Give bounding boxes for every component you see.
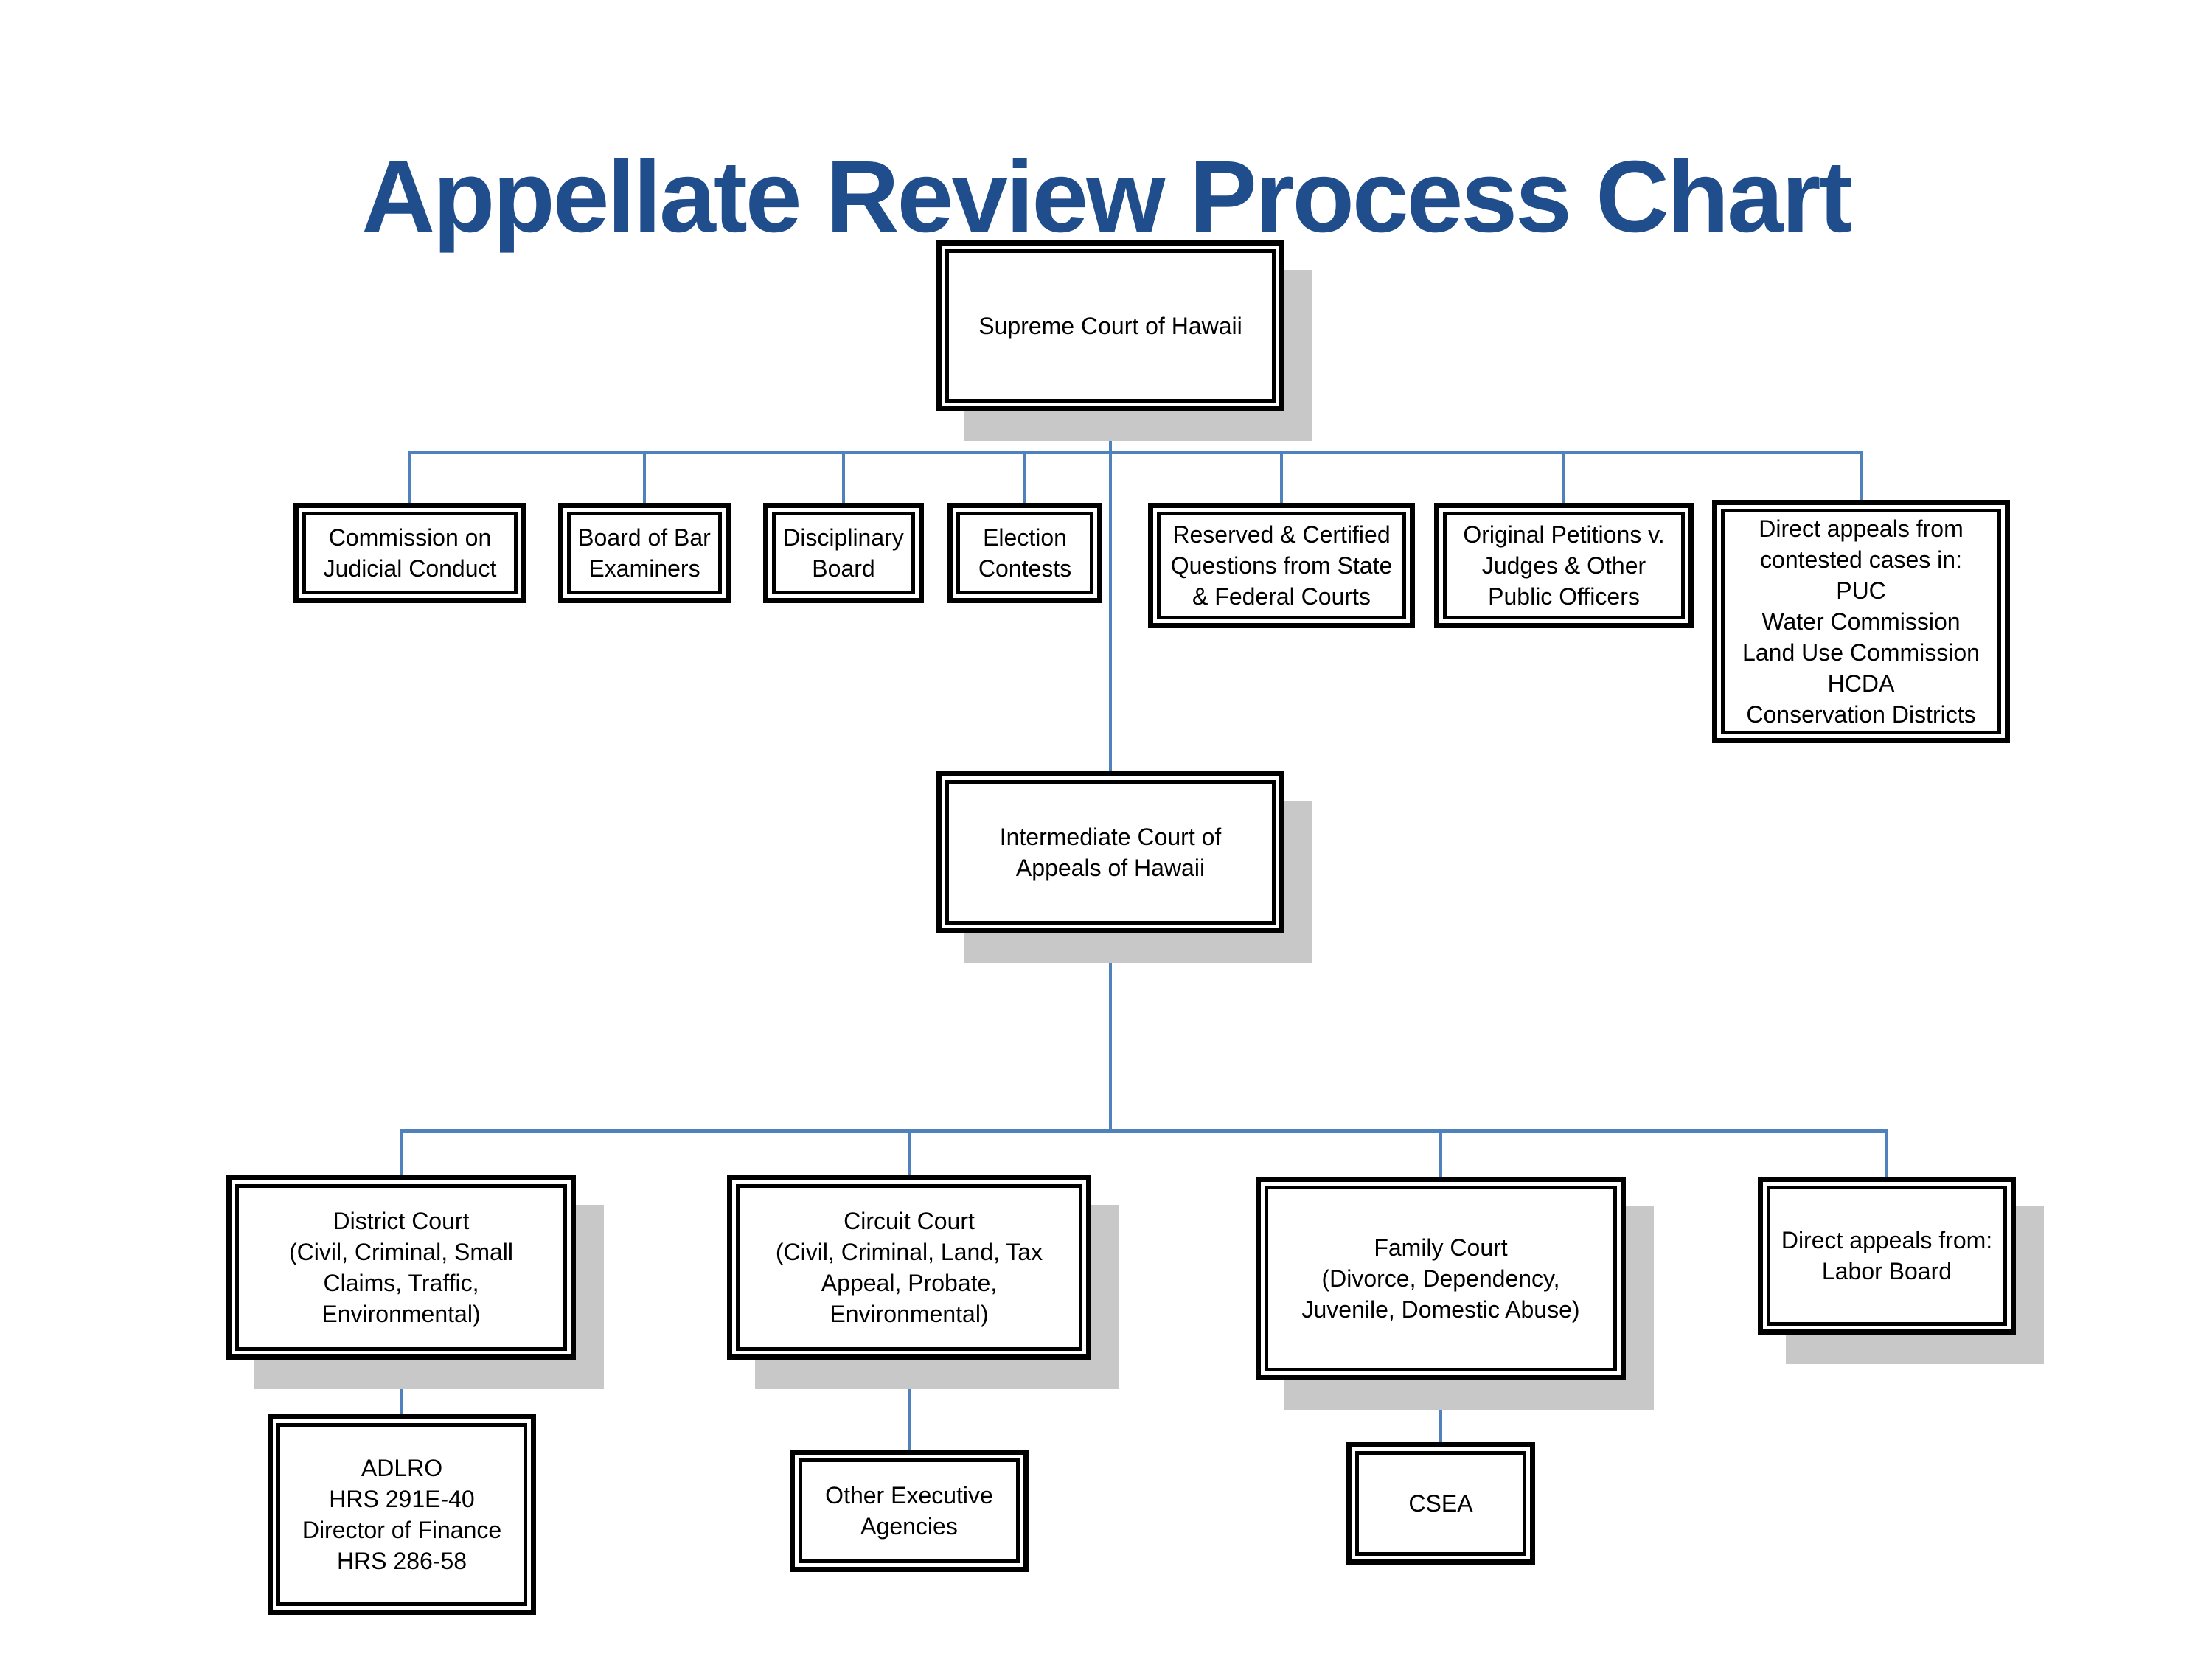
node-family-court-label: Family Court (Divorce, Dependency, Juven… bbox=[1301, 1234, 1580, 1323]
node-election-contests-label: Election Contests bbox=[978, 524, 1072, 582]
node-labor-board-label: Direct appeals from: Labor Board bbox=[1781, 1227, 1993, 1284]
connector-family-to-csea bbox=[1439, 1379, 1442, 1447]
node-board-bar-examiners: Board of Bar Examiners bbox=[558, 503, 731, 603]
node-original-petitions: Original Petitions v. Judges & Other Pub… bbox=[1434, 503, 1694, 628]
connector-drop-labor bbox=[1885, 1129, 1888, 1182]
connector-center-to-ica bbox=[1109, 451, 1112, 776]
connector-drop-election bbox=[1023, 451, 1026, 508]
node-supreme-court-label: Supreme Court of Hawaii bbox=[978, 313, 1242, 339]
node-labor-board: Direct appeals from: Labor Board bbox=[1758, 1177, 2016, 1335]
page-title: Appellate Review Process Chart bbox=[361, 140, 1852, 254]
connector-drop-bar-examiners bbox=[643, 451, 646, 508]
node-commission-judicial-conduct: Commission on Judicial Conduct bbox=[293, 503, 526, 603]
node-adlro-label: ADLRO HRS 291E-40 Director of Finance HR… bbox=[302, 1455, 502, 1574]
node-district-court: District Court (Civil, Criminal, Small C… bbox=[226, 1175, 576, 1360]
connector-ica-down bbox=[1109, 932, 1112, 1133]
node-original-petitions-label: Original Petitions v. Judges & Other Pub… bbox=[1463, 521, 1665, 610]
node-other-executive-agencies-label: Other Executive Agencies bbox=[825, 1482, 993, 1540]
connector-row3-bus bbox=[400, 1129, 1888, 1133]
node-supreme-court: Supreme Court of Hawaii bbox=[936, 240, 1284, 411]
node-csea-label: CSEA bbox=[1408, 1490, 1473, 1517]
node-csea: CSEA bbox=[1346, 1442, 1535, 1565]
connector-drop-reserved bbox=[1280, 451, 1283, 508]
node-intermediate-court-label: Intermediate Court of Appeals of Hawaii bbox=[999, 824, 1222, 881]
connector-drop-commission bbox=[408, 451, 411, 508]
node-circuit-court-label: Circuit Court (Civil, Criminal, Land, Ta… bbox=[775, 1208, 1043, 1327]
node-direct-appeals-contested-cases: Direct appeals from contested cases in: … bbox=[1712, 500, 2010, 743]
node-circuit-court: Circuit Court (Civil, Criminal, Land, Ta… bbox=[727, 1175, 1091, 1360]
connector-supreme-down bbox=[1109, 408, 1112, 453]
connector-drop-original-petitions bbox=[1562, 451, 1565, 508]
node-commission-judicial-conduct-label: Commission on Judicial Conduct bbox=[323, 524, 497, 582]
connector-drop-circuit bbox=[908, 1129, 911, 1180]
node-family-court: Family Court (Divorce, Dependency, Juven… bbox=[1256, 1177, 1626, 1380]
connector-row2-bus bbox=[408, 451, 1863, 454]
node-reserved-certified-questions-label: Reserved & Certified Questions from Stat… bbox=[1170, 521, 1393, 610]
node-direct-appeals-contested-cases-label: Direct appeals from contested cases in: … bbox=[1742, 515, 1980, 728]
node-reserved-certified-questions: Reserved & Certified Questions from Stat… bbox=[1148, 503, 1415, 628]
node-intermediate-court: Intermediate Court of Appeals of Hawaii bbox=[936, 771, 1284, 933]
connector-drop-family bbox=[1439, 1129, 1442, 1182]
connector-district-to-adlro bbox=[400, 1358, 403, 1419]
connector-drop-direct-appeals bbox=[1860, 451, 1863, 505]
connector-drop-disciplinary bbox=[842, 451, 845, 508]
node-election-contests: Election Contests bbox=[947, 503, 1102, 603]
node-district-court-label: District Court (Civil, Criminal, Small C… bbox=[288, 1208, 513, 1327]
node-board-bar-examiners-label: Board of Bar Examiners bbox=[578, 524, 711, 582]
connector-circuit-to-agencies bbox=[908, 1358, 911, 1454]
connector-drop-district bbox=[400, 1129, 403, 1180]
node-other-executive-agencies: Other Executive Agencies bbox=[790, 1450, 1029, 1572]
node-disciplinary-board: Disciplinary Board bbox=[763, 503, 924, 603]
node-adlro: ADLRO HRS 291E-40 Director of Finance HR… bbox=[268, 1414, 536, 1615]
node-disciplinary-board-label: Disciplinary Board bbox=[783, 524, 904, 582]
